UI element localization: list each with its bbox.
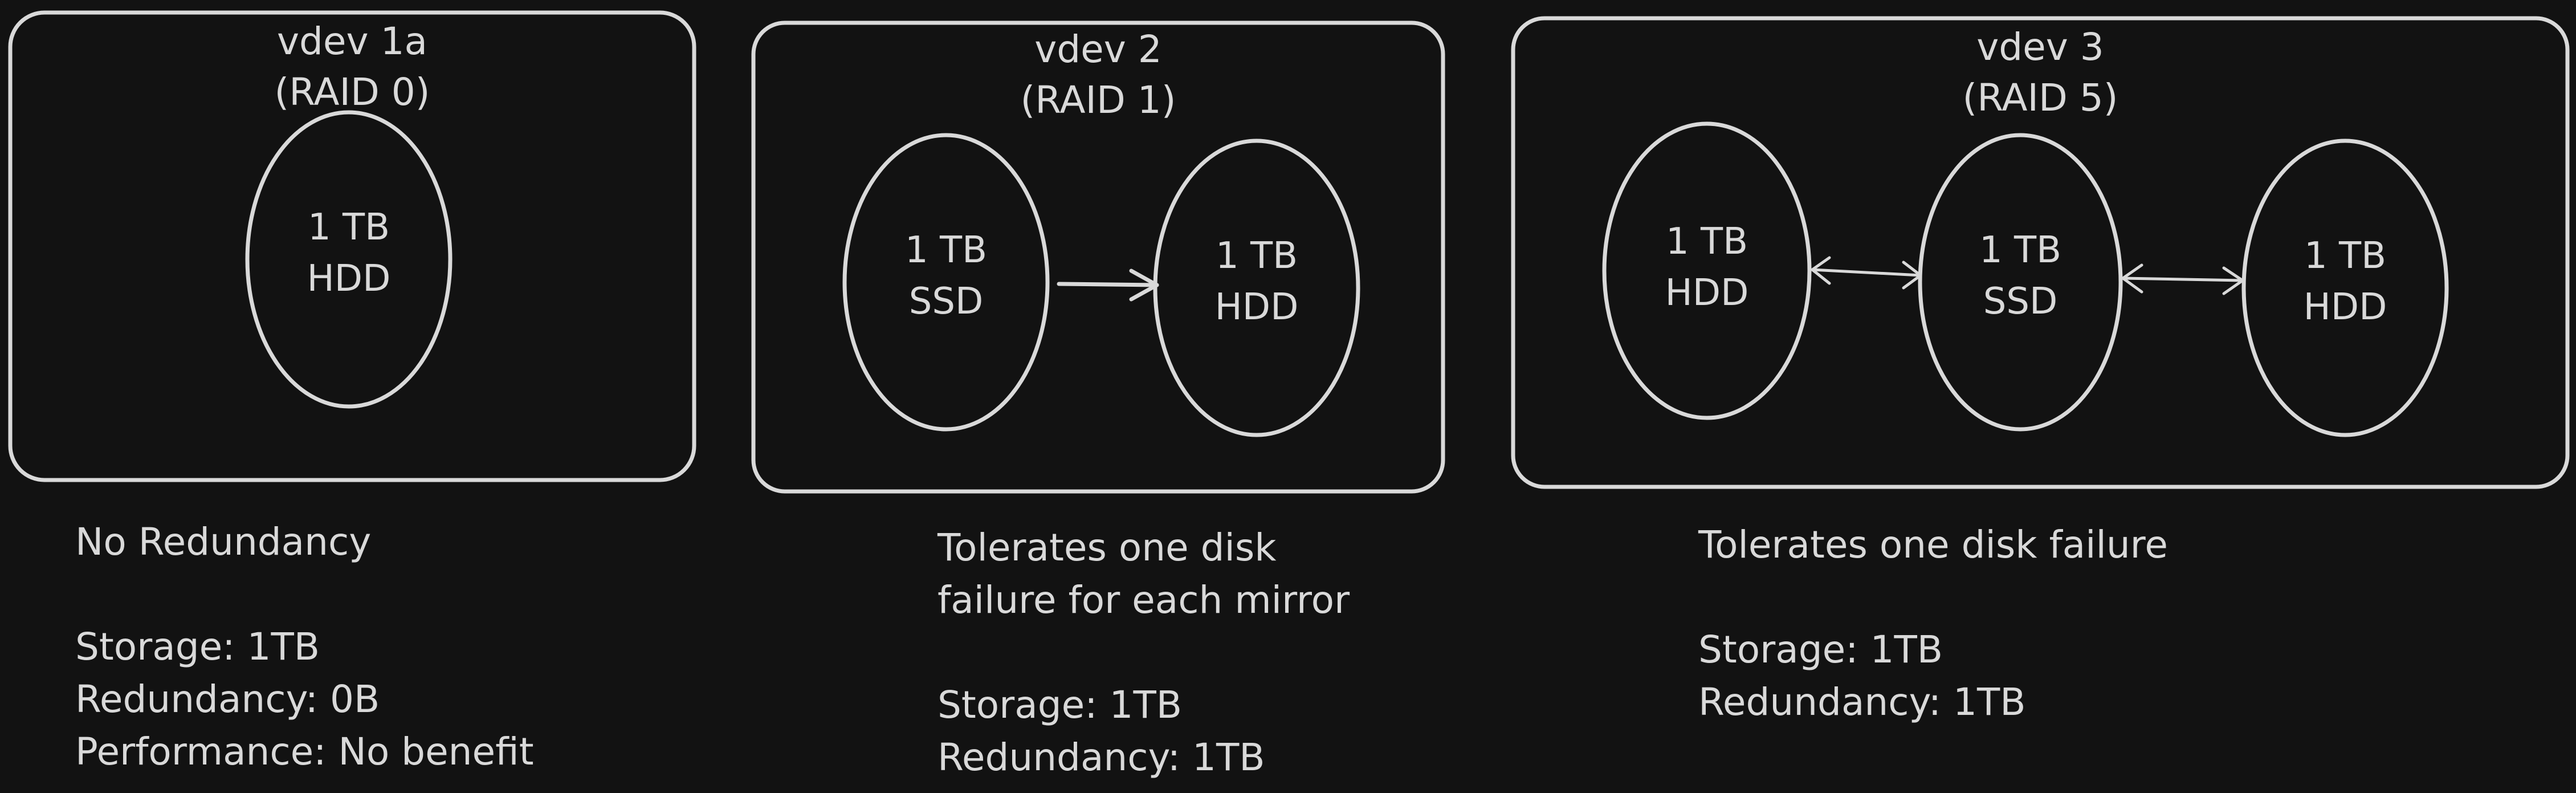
disk-type: HDD <box>2303 286 2387 328</box>
disk-circle <box>1918 133 2123 432</box>
vdev-3-box <box>1511 16 2570 489</box>
summary-line: Tolerates one disk <box>938 526 1277 570</box>
vdev-2-description: Tolerates one disk failure for each mirr… <box>938 522 1350 784</box>
disk-circle <box>842 133 1050 432</box>
storage-value: Storage: 1TB <box>1698 628 1943 672</box>
disk-type: SSD <box>1983 280 2058 323</box>
disk-type: HDD <box>1214 286 1299 328</box>
vdev-1a-title: vdev 1a (RAID 0) <box>10 16 694 117</box>
vdev-2-box <box>751 21 1445 494</box>
disk-type: HDD <box>1665 271 1749 314</box>
summary: Tolerates one disk failure <box>1698 523 2168 567</box>
redundancy-value: Redundancy: 0B <box>75 677 380 721</box>
vdev-1a-description: No Redundancy Storage: 1TB Redundancy: 0… <box>75 516 534 778</box>
vdev-name: vdev 2 <box>1034 27 1162 71</box>
disk-size: 1 TB <box>1665 221 1748 263</box>
disk-circle <box>2241 139 2449 437</box>
raid-level: (RAID 0) <box>274 70 430 115</box>
disk-label: 1 TB HDD <box>2243 231 2448 333</box>
vdev-name: vdev 3 <box>1976 25 2104 69</box>
storage-value: Storage: 1TB <box>938 683 1183 727</box>
parity-arrow-icon <box>2121 263 2244 295</box>
summary: No Redundancy <box>75 520 372 564</box>
disk-label: 1 TB HDD <box>246 202 451 304</box>
disk-size: 1 TB <box>904 229 988 271</box>
raid-level: (RAID 1) <box>1020 78 1176 123</box>
vdev-1a-box <box>8 10 696 482</box>
disk-circle <box>245 110 453 409</box>
disk-label: 1 TB SSD <box>1918 225 2123 327</box>
vdev-2-title: vdev 2 (RAID 1) <box>753 24 1443 125</box>
disk-size: 1 TB <box>307 206 390 249</box>
summary-line: failure for each mirror <box>938 578 1350 622</box>
disk-label: 1 TB SSD <box>843 225 1049 327</box>
vdev-3-title: vdev 3 (RAID 5) <box>1513 22 2567 123</box>
mirror-arrow-icon <box>1057 269 1159 302</box>
redundancy-value: Redundancy: 1TB <box>1698 680 2026 724</box>
vdev-name: vdev 1a <box>276 19 428 63</box>
disk-size: 1 TB <box>1215 235 1298 277</box>
disk-label: 1 TB HDD <box>1604 217 1809 319</box>
performance-value: Performance: No benefit <box>75 730 534 774</box>
storage-value: Storage: 1TB <box>75 625 320 669</box>
disk-label: 1 TB HDD <box>1154 231 1359 333</box>
raid-level: (RAID 5) <box>1962 76 2118 120</box>
parity-arrow-icon <box>1811 256 1922 290</box>
disk-type: HDD <box>307 257 391 300</box>
vdev-3-description: Tolerates one disk failure Storage: 1TB … <box>1698 519 2168 729</box>
disk-circle <box>1602 121 1812 420</box>
disk-type: SSD <box>908 280 984 323</box>
disk-size: 1 TB <box>1979 229 2062 271</box>
disk-size: 1 TB <box>2304 235 2387 277</box>
redundancy-value: Redundancy: 1TB <box>938 735 1265 779</box>
